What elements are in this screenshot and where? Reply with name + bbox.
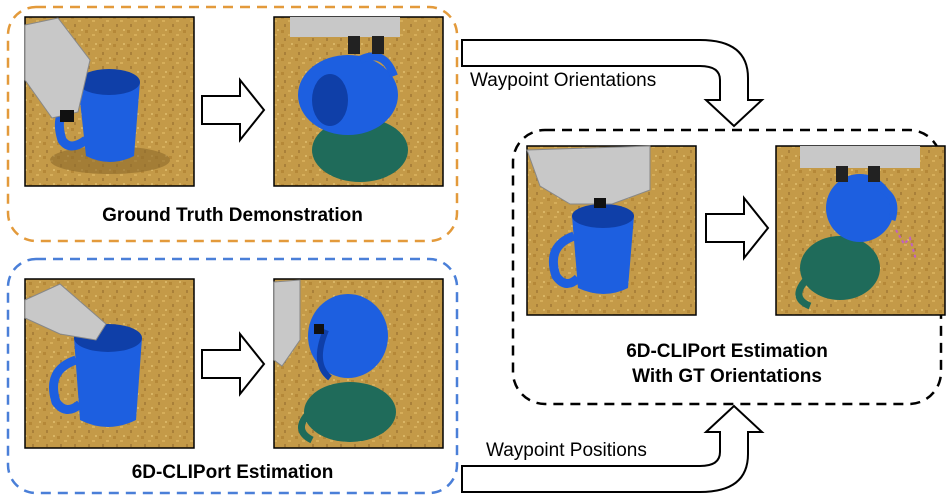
gt-orientations-caption-line1: 6D-CLIPort Estimation [626,341,828,362]
estimation-caption: 6D-CLIPort Estimation [131,462,334,483]
gt-after-image [273,16,444,187]
hollow-right-arrow-icon [705,195,770,261]
gt-orientations-caption-line2: With GT Orientations [632,366,822,387]
waypoint-positions-label: Waypoint Positions [486,440,647,461]
ground-truth-caption: Ground Truth Demonstration [102,205,363,226]
est-before-image [24,278,195,449]
positions-flow-arrow-icon [461,404,765,493]
gt-orient-after-image [775,145,946,316]
hollow-right-arrow-icon [201,331,266,397]
gt-orient-before-image [526,145,697,316]
waypoint-orientations-label: Waypoint Orientations [470,70,657,91]
orientations-flow-arrow-icon [461,39,765,128]
hollow-right-arrow-icon [201,77,266,143]
gt-before-image [24,16,195,187]
estimation-panel [6,257,459,495]
est-after-image [273,278,444,449]
ground-truth-panel [6,5,459,243]
